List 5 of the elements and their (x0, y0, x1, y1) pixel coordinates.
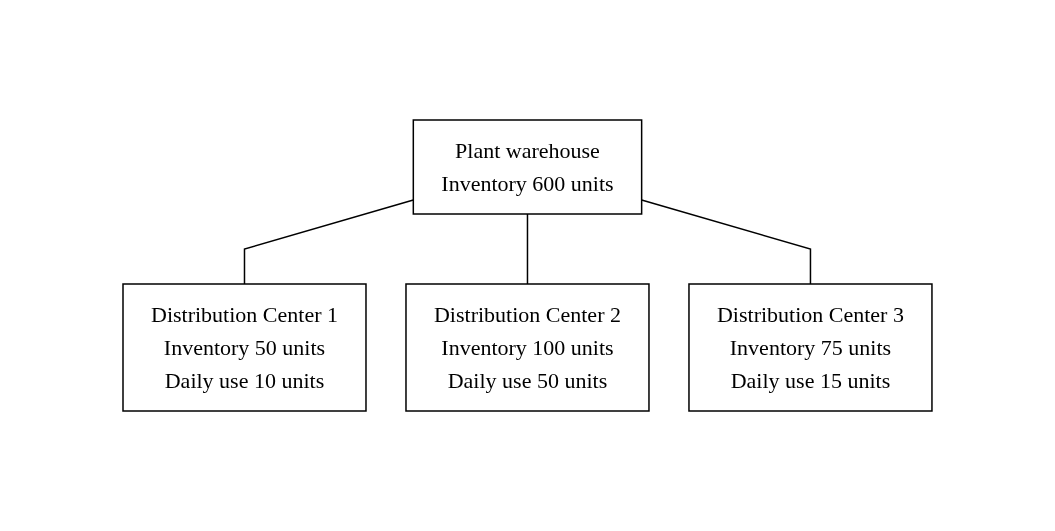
node-box: Distribution Center 2 Inventory 100 units Daily use 50 units (405, 283, 650, 412)
node-box: Plant warehouse Inventory 600 units (412, 119, 643, 215)
connector (526, 213, 529, 285)
node-box: Distribution Center 3 Inventory 75 units Daily use 15 units (688, 283, 933, 412)
node-box: Distribution Center 1 Inventory 50 units Daily use 10 units (122, 283, 367, 412)
